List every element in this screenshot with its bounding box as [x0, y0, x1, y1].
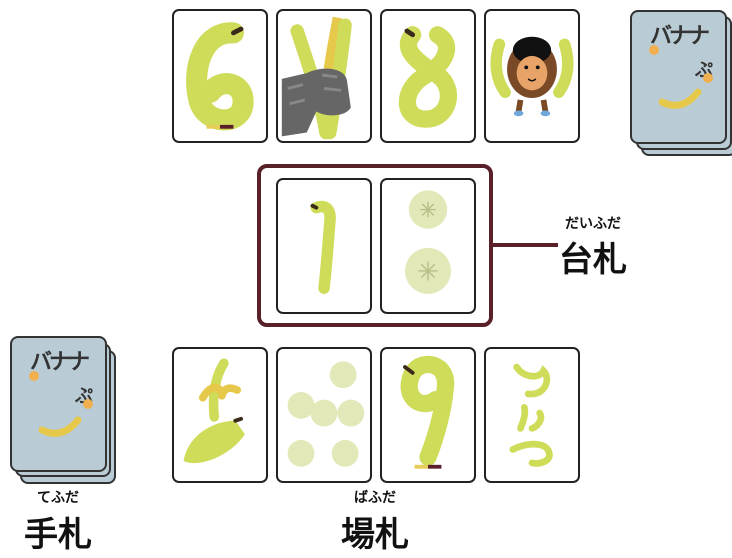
banana-slices-six-icon	[287, 361, 365, 467]
banana-eight-icon	[398, 26, 457, 128]
gorilla-hand-icon	[281, 16, 352, 140]
daifuda-label: 台札	[559, 240, 627, 280]
hand-pile[interactable]: バナナ ぷ	[10, 336, 107, 472]
daifuda-frame	[257, 164, 493, 327]
banana-one-icon	[310, 200, 336, 294]
deck-banana-icon	[649, 45, 713, 109]
card-hitotsu[interactable]	[484, 347, 580, 483]
draw-pile[interactable]: バナナ ぷ	[630, 10, 727, 144]
card-banana-slices-two[interactable]	[380, 178, 476, 314]
card-banana-slices-six[interactable]	[276, 347, 372, 483]
card-monkey[interactable]	[484, 9, 580, 143]
banana-slices-icon	[405, 190, 451, 294]
hand-deck-banana-icon	[29, 371, 93, 437]
card-gorilla-hand[interactable]	[276, 9, 372, 143]
banana-nine-icon	[400, 355, 455, 469]
deck-title: バナナ	[649, 24, 710, 49]
bafuda-ruby: ばふだ	[354, 490, 396, 506]
card-banana-eight[interactable]	[380, 9, 476, 143]
card-peeled-banana[interactable]	[172, 347, 268, 483]
monkey-icon	[490, 36, 574, 117]
peeled-banana-icon	[183, 358, 245, 464]
daifuda-connector	[493, 243, 558, 247]
daifuda-ruby: だいふだ	[565, 216, 621, 232]
tefuda-ruby: てふだ	[37, 490, 79, 506]
bafuda-label: 場札	[341, 515, 409, 555]
hand-deck-title: バナナ	[29, 350, 90, 375]
card-banana-one[interactable]	[276, 178, 372, 314]
hitotsu-banana-letters-icon	[509, 363, 553, 467]
card-banana-six[interactable]	[172, 9, 268, 143]
banana-six-icon	[186, 22, 254, 131]
tefuda-label: 手札	[24, 515, 92, 555]
card-banana-nine[interactable]	[380, 347, 476, 483]
